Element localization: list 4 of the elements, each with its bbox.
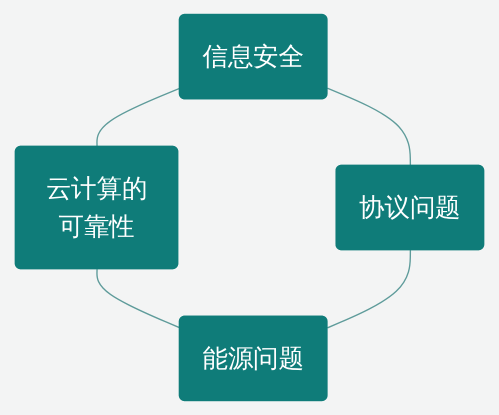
connector <box>327 250 412 328</box>
connector <box>96 269 180 328</box>
connector <box>327 88 412 166</box>
connector <box>96 88 180 147</box>
